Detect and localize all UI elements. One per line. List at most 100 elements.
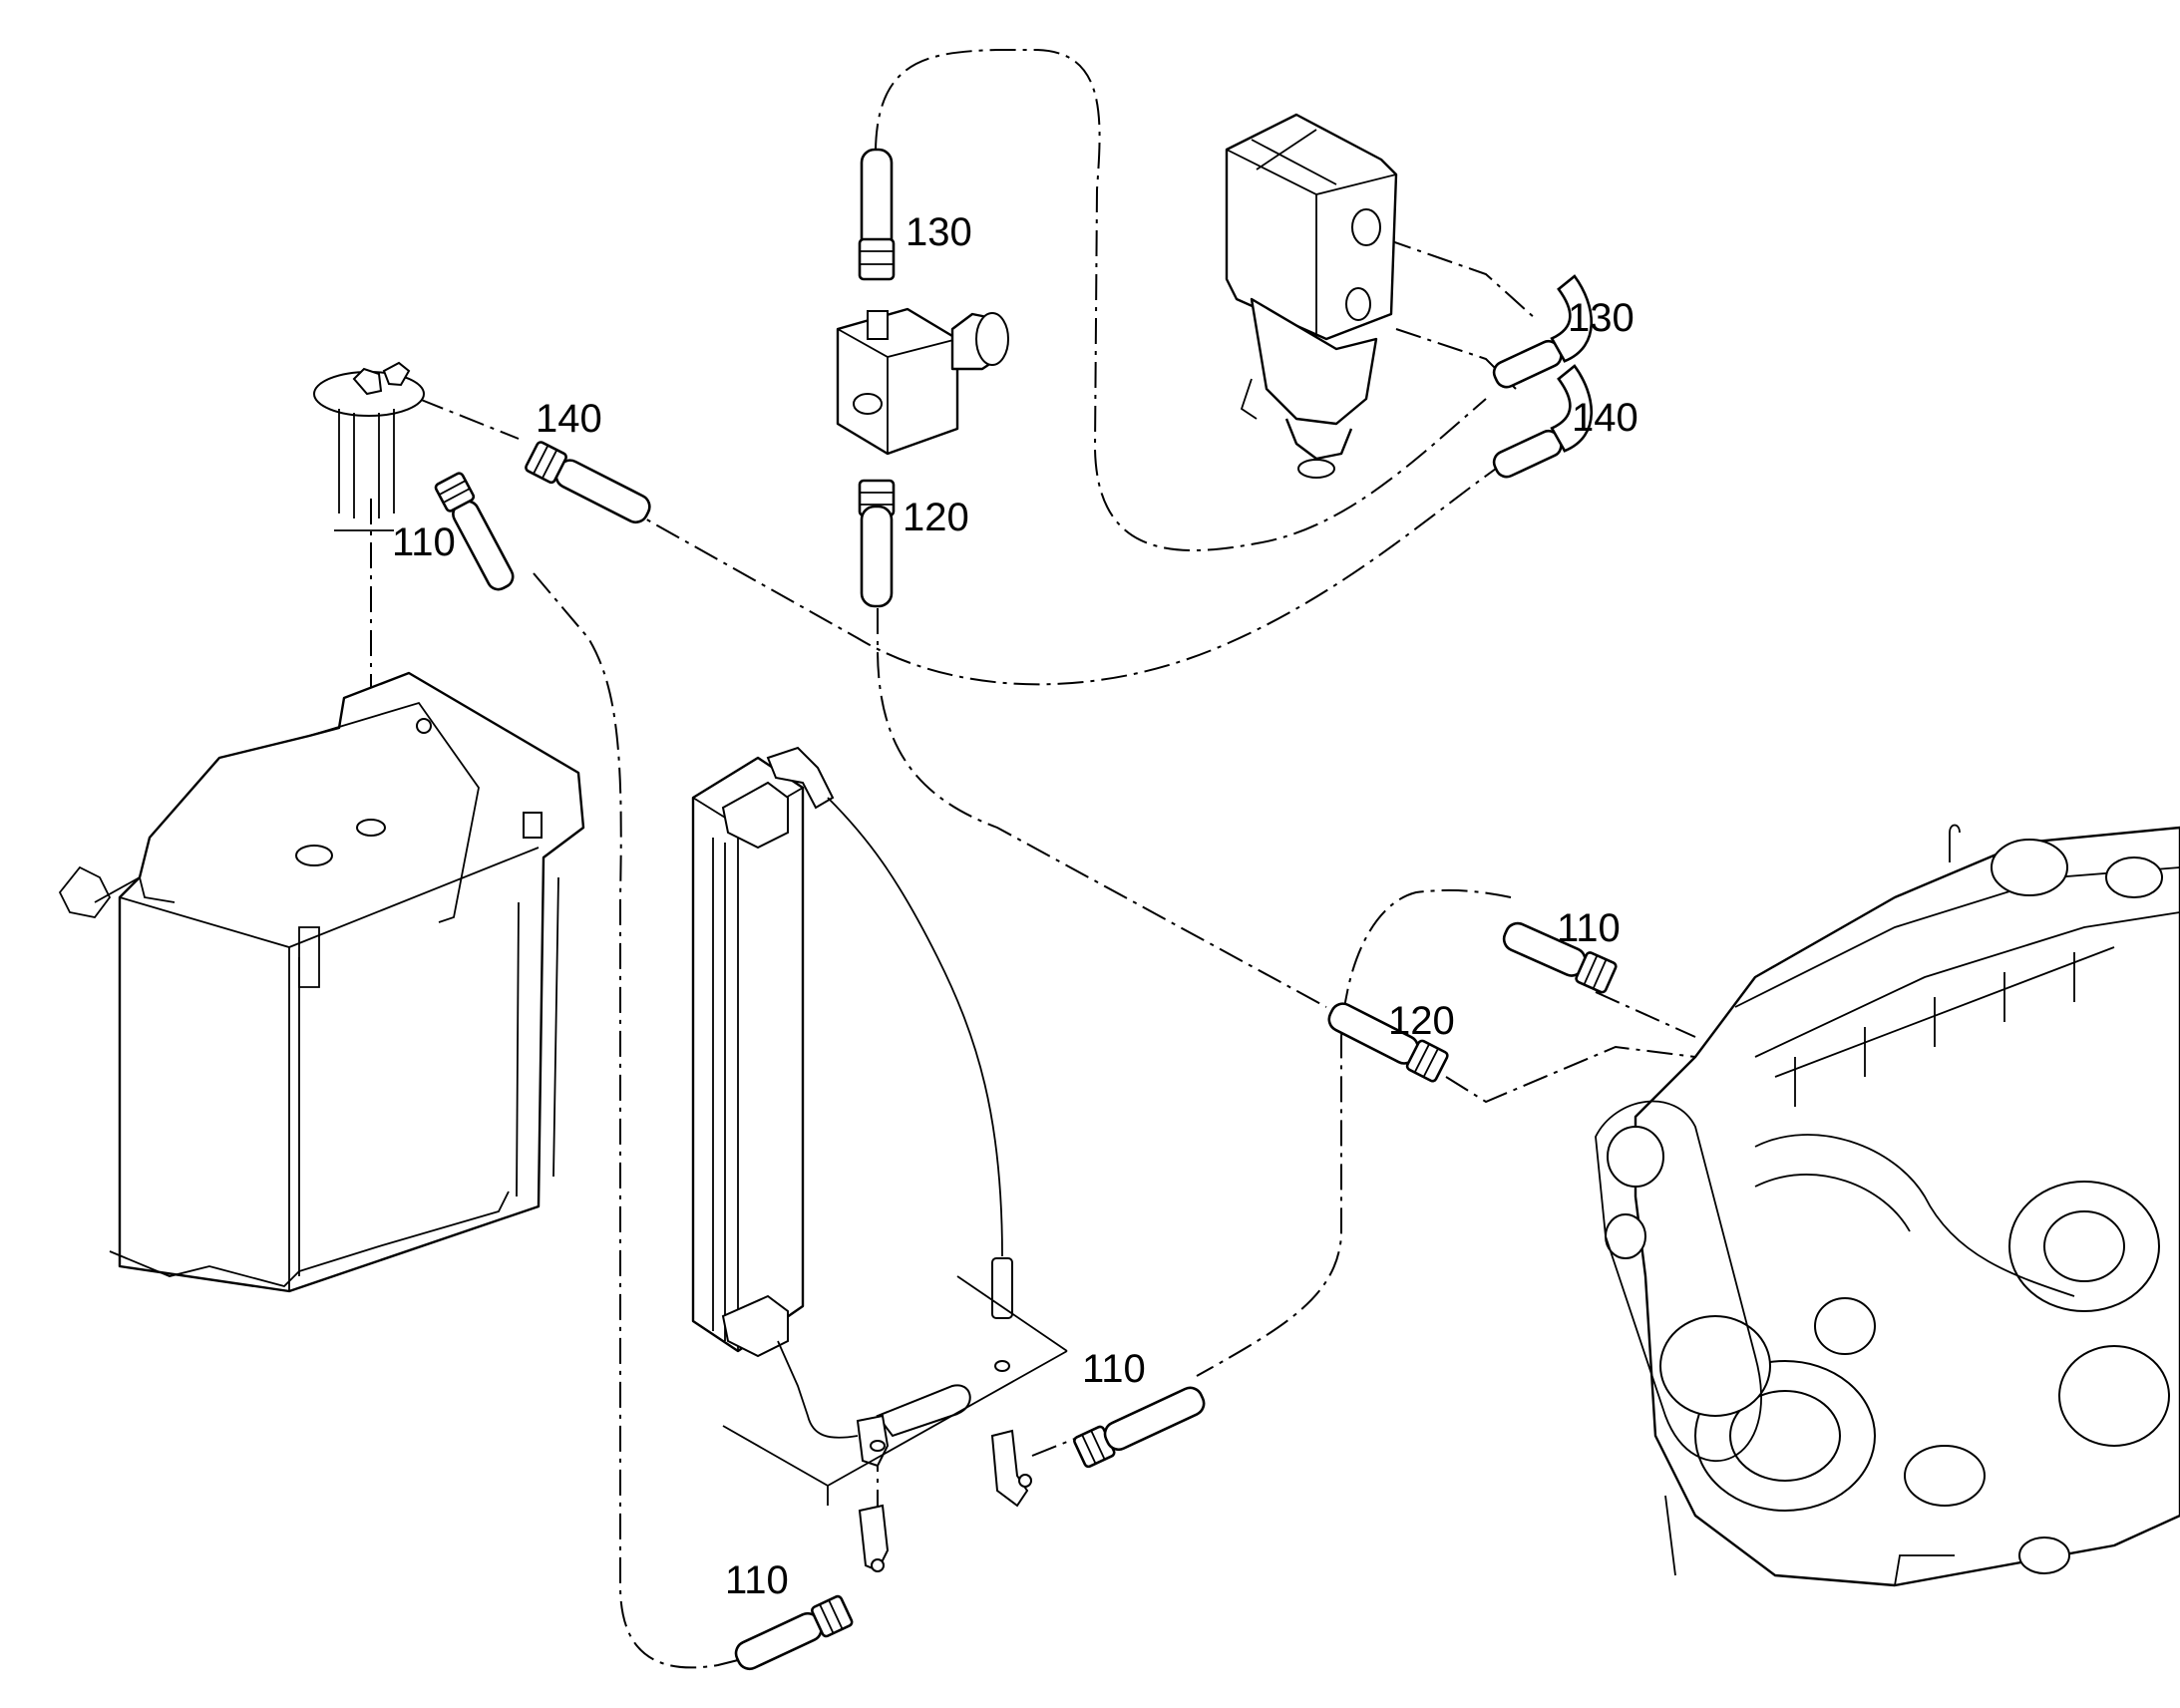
sender-elbow-b xyxy=(382,361,411,387)
leader-140-long xyxy=(418,398,1497,686)
hose-110-mid-body xyxy=(1103,1386,1206,1452)
engine-intake-pipe-b xyxy=(1754,1174,1911,1232)
selector-valve xyxy=(836,307,1009,456)
cooler-lower-elbow xyxy=(856,1414,890,1468)
elbow-fitting-mid xyxy=(990,1429,1032,1508)
hose-140-right-elbow xyxy=(1550,364,1593,453)
filter-drain xyxy=(1284,418,1353,461)
leader-110-engine-right xyxy=(1595,991,1696,1038)
cooler-port-a xyxy=(870,1440,886,1452)
hose-110-bottom xyxy=(734,1594,854,1671)
filter-port-lower xyxy=(1345,287,1371,321)
callout-110-engine: 110 xyxy=(1557,906,1621,950)
cooler-port-b xyxy=(994,1360,1010,1372)
cooler-return-pipe xyxy=(827,797,1003,1257)
engine-housing-round xyxy=(2058,1345,2170,1447)
tank-breather xyxy=(58,865,112,918)
cooler-return-fitting xyxy=(991,1257,1013,1319)
engine-idler-a xyxy=(1607,1126,1664,1188)
hose-130-top-nut xyxy=(858,237,896,281)
callout-130-right: 130 xyxy=(1568,296,1635,340)
fuel-sender-unit xyxy=(313,361,425,531)
cooler-lower-loop xyxy=(876,1384,971,1438)
valve-knob xyxy=(975,312,1009,366)
valve-block xyxy=(836,307,959,456)
filter-drain-tap xyxy=(1297,459,1335,479)
cooler-top-elbow xyxy=(766,746,835,810)
cooler-base-plane xyxy=(722,1275,1068,1506)
leader-120-main xyxy=(877,608,1696,1104)
hose-110-mid xyxy=(1073,1386,1206,1469)
valve-port xyxy=(853,393,883,415)
engine-filler xyxy=(2105,856,2163,898)
callout-120-mid: 120 xyxy=(1388,999,1455,1043)
callout-140-right: 140 xyxy=(1572,396,1638,440)
engine-sensor xyxy=(2018,1537,2070,1574)
tank-side-ribs xyxy=(298,876,559,1276)
tank-body xyxy=(118,671,585,1293)
callout-110-tank: 110 xyxy=(392,520,456,564)
elbow-fitting-bottom xyxy=(858,1504,890,1572)
valve-top-fitting xyxy=(867,310,889,340)
hose-140-right-body xyxy=(1492,429,1563,479)
engine-intake-pipe xyxy=(1754,1134,2075,1297)
engine-water-pump xyxy=(1904,1445,1986,1507)
callout-120-top: 120 xyxy=(903,496,969,539)
callout-130-top: 130 xyxy=(906,210,972,254)
tank-front-edge xyxy=(119,847,540,1291)
hose-110-tank xyxy=(434,472,515,591)
fuel-tank xyxy=(58,671,585,1293)
engine-fuel-rail xyxy=(1774,946,2115,1078)
engine-dipstick xyxy=(1949,824,1961,862)
engine-pulley-inner xyxy=(1729,1390,1841,1482)
callout-140-left: 140 xyxy=(536,397,602,441)
sender-elbow-a xyxy=(352,367,383,396)
tank-bottom-skid xyxy=(109,1191,510,1288)
engine-damper xyxy=(1659,1315,1771,1417)
engine-belt xyxy=(1595,1100,1762,1463)
hose-110-tank-body xyxy=(452,500,515,591)
leader-lines xyxy=(370,49,1696,1669)
filter-sensor-wire xyxy=(1240,378,1258,420)
cooler-top-bracket xyxy=(721,781,789,850)
leader-130-top-loop xyxy=(875,49,1487,551)
leader-110-engine-loop xyxy=(1196,888,1512,1377)
hose-140-left-body xyxy=(554,459,651,524)
leader-130-right xyxy=(1385,238,1537,320)
hose-120-top xyxy=(858,479,896,608)
hose-120-top-body xyxy=(860,505,894,608)
hose-110-bottom-body xyxy=(734,1611,823,1671)
hose-130-right xyxy=(1492,274,1593,389)
hose-120-mid xyxy=(1327,1002,1449,1083)
filter-port-upper xyxy=(1351,208,1381,246)
cooler-fins xyxy=(712,838,726,1341)
callouts: 130 130 140 140 120 110 110 120 110 110 xyxy=(392,210,1638,1602)
filter-bowl xyxy=(1250,297,1378,426)
filter-top-frame xyxy=(1226,129,1397,339)
valve-block-edge xyxy=(837,328,958,454)
fuel-cooler xyxy=(691,746,1068,1506)
cooler-bottom-bracket xyxy=(721,1294,789,1358)
hose-130-right-elbow xyxy=(1550,274,1593,363)
tank-cap xyxy=(295,845,333,866)
hose-110-engine xyxy=(1502,921,1618,994)
cooler-lower-pipe xyxy=(777,1340,859,1439)
engine-mount-lower xyxy=(1664,1495,1955,1586)
engine-injector-row xyxy=(1794,952,2075,1107)
tank-mount-tab xyxy=(298,926,320,988)
cooler-core xyxy=(691,756,805,1353)
callout-110-mid: 110 xyxy=(1082,1347,1146,1391)
tank-top-plate xyxy=(308,701,480,923)
hose-130-right-body xyxy=(1492,339,1563,389)
hose-130-top xyxy=(858,148,896,281)
leader-110-left-loop xyxy=(533,572,739,1669)
tank-filler-neck xyxy=(94,876,176,903)
fuel-filter xyxy=(1225,113,1398,479)
engine-oil-cap xyxy=(1991,839,2068,896)
hose-140-left xyxy=(525,441,651,524)
hose-110-engine-nut xyxy=(1575,951,1618,994)
tank-sender-port xyxy=(356,819,386,837)
callout-110-bottom: 110 xyxy=(725,1558,789,1602)
tank-bolt xyxy=(416,718,432,734)
